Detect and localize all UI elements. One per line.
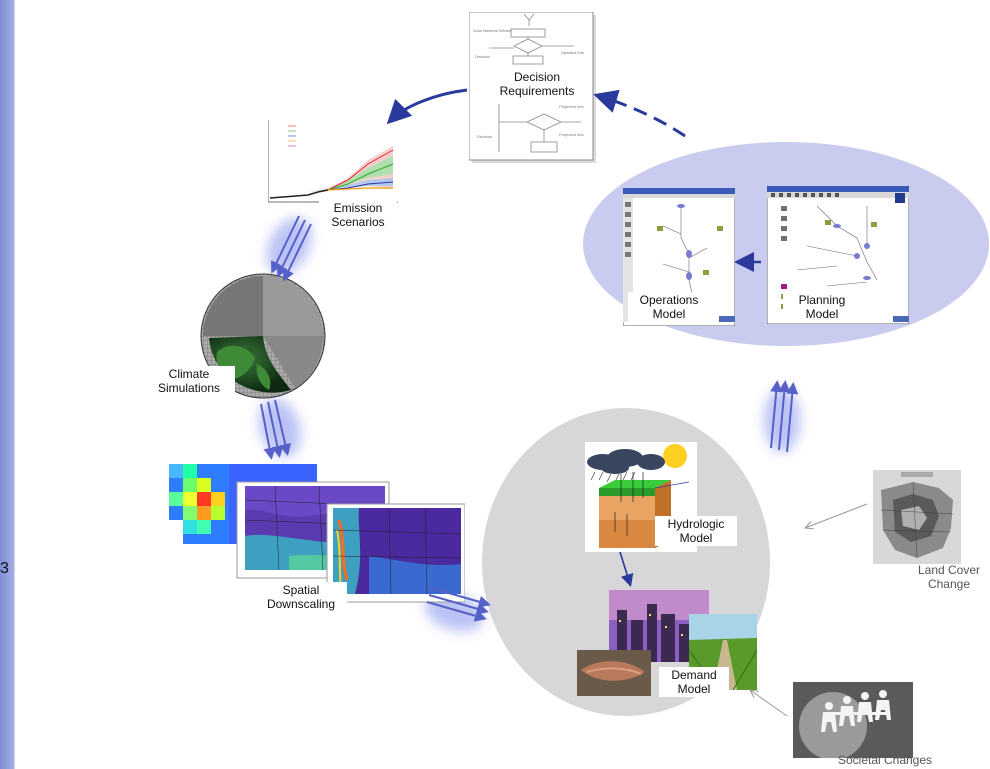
svg-text:Projected Info: Projected Info: [559, 104, 584, 109]
fish-photo: [577, 650, 651, 696]
svg-text:Projected Info: Projected Info: [559, 132, 584, 137]
operations-model-label: Operations Model: [628, 292, 710, 322]
svg-text:Decision: Decision: [475, 54, 490, 59]
land-cover-change-label: Land Cover Change: [917, 563, 981, 591]
svg-text:Updated Info: Updated Info: [561, 50, 585, 55]
spatial-downscaling-label: Spatial Downscaling: [255, 582, 347, 612]
climate-simulations-label: Climate Simulations: [143, 366, 235, 396]
diagram-slide: Scan Network Inflows Decision Updated In…: [15, 0, 990, 769]
planning-model-label: Planning Model: [783, 292, 861, 322]
paper-people-chain-icon: [793, 682, 913, 758]
decision-requirements-label: Decision Requirements: [491, 69, 583, 99]
high-resolution-map: [326, 503, 465, 603]
slide-edge-number: 3: [0, 560, 9, 577]
demand-model-label: Demand Model: [659, 667, 729, 697]
emission-chart-icon: [268, 118, 400, 206]
hydrologic-model-label: Hydrologic Model: [655, 516, 737, 546]
demand-photos: [577, 590, 757, 696]
societal-changes-label: Societal Changes: [837, 753, 933, 767]
land-cover-map-icon: [873, 470, 961, 564]
svg-text:Decision: Decision: [477, 134, 492, 139]
svg-text:Scan Network Inflows: Scan Network Inflows: [473, 28, 511, 33]
emission-scenarios-label: Emission Scenarios: [319, 200, 397, 230]
spatial-downscaling-maps: [169, 464, 465, 603]
